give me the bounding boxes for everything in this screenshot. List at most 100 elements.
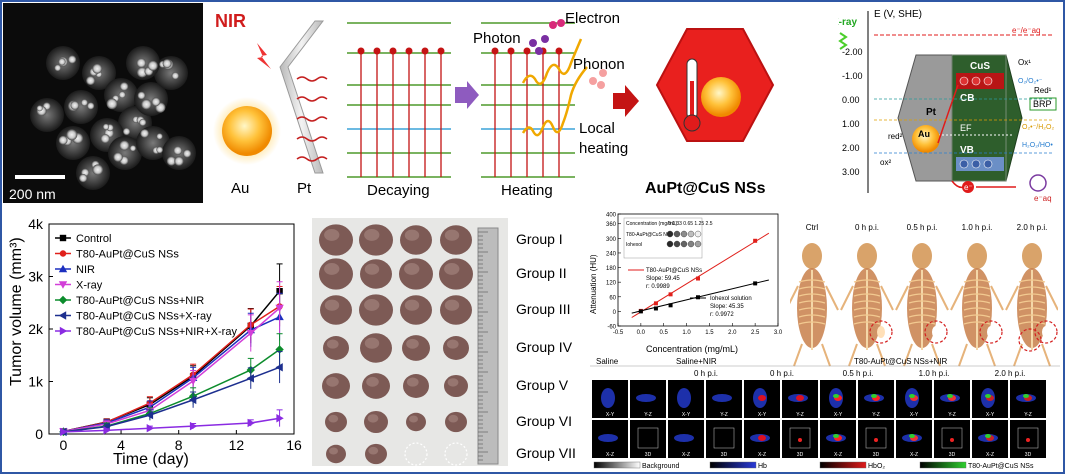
transfer-arrow [937,84,959,144]
data-point [58,295,68,305]
pa-view-label: X-Y [910,412,919,418]
group-label: Group V [516,377,569,393]
pa-legend-label: Background [642,463,679,470]
svg-text:3.00: 3.00 [842,167,860,177]
au-label-energy: Au [918,129,930,139]
x-tick-label: 8 [175,437,183,453]
pa-time-label: 0.5 h p.i. [843,369,874,378]
series-line [63,307,281,433]
nir-waves [296,76,328,162]
data-point [275,363,283,372]
ct-inset-row1: T80-AuPt@CuS NSs [626,232,673,238]
ct-black-r: r: 0.9972 [710,312,734,318]
ct-point [696,276,700,281]
tumor-sample [445,411,467,433]
ct-inset-well [680,240,688,248]
svg-text:2.00: 2.00 [842,143,860,153]
svg-text:e⁻: e⁻ [964,183,973,192]
tumor-sample [400,295,432,325]
pa-time-label: 1.0 h p.i. [919,369,950,378]
data-point [246,374,254,383]
tumor-absent-marker [404,442,428,466]
ct-inset-well [694,240,702,248]
scale-bar [15,175,65,179]
ct-inset-well [666,240,674,248]
tumor-photo [312,218,508,466]
tumor-sample [322,373,350,399]
pa-view-label: 3D [645,452,652,458]
pa-view-label: Y-Z [796,412,804,418]
au-label: Au [231,180,249,197]
pa-view-label: X-Z [682,452,690,458]
energy-panel: E (V, SHE) -2.00 -1.00 0.00 1.00 2.00 3.… [838,3,1060,203]
tumor-sample [362,373,390,399]
data-point [58,281,68,289]
group-label: Group II [516,265,567,281]
ct-image-label: 1.0 h p.i. [962,223,993,232]
y-tick-label: 1k [28,374,44,390]
data-point [59,234,67,242]
energy-axis-title: E (V, SHE) [874,9,922,20]
pa-colorbar [919,461,967,469]
tumor-sample [359,294,393,326]
data-point [58,264,68,273]
legend-entry: NIR [76,264,95,276]
ct-y-tick: 400 [606,213,617,219]
tumor-sample [443,336,469,360]
eaq-label: e⁻aq [1034,194,1052,203]
data-point [103,426,111,435]
pa-view-label: X-Z [986,452,994,458]
data-point [189,421,198,431]
pa-view-label: X-Y [986,412,995,418]
group-label: Group I [516,231,563,247]
phonon-dot [597,81,605,89]
ct-inset-header: Concentration (mg/mL) [626,221,677,227]
thermometer-bulb [683,114,701,132]
group-label: Group VI [516,413,573,429]
ct-x-tick: 0.5 [660,330,669,336]
x-axis-label: Time (day) [113,451,189,468]
data-point [58,311,67,320]
tumor-roi-circle [924,320,948,344]
ct-series-iohexol [631,279,769,314]
xray-icon [838,32,848,50]
group-label: Group III [516,301,571,317]
ct-inset-well [666,230,674,238]
photon-dot [535,47,543,55]
series-line [63,417,280,433]
x-tick-label: 16 [286,437,302,453]
legend-entry: T80-AuPt@CuS NSs [76,249,179,261]
data-point [146,424,155,433]
data-point [246,330,255,338]
local-heating-label-1: Local [579,120,615,137]
y-tick-label: 3k [28,269,44,285]
data-point [60,427,68,437]
y-tick-label: 2k [28,321,44,337]
ct-mouse-image [790,243,839,367]
tumor-sample [403,374,429,398]
tumor-sample [440,225,472,255]
mechanism-panel: NIR Au Pt Decaying Heating Photon Electr… [205,3,838,203]
pa-view-label: 3D [873,452,880,458]
ct-inset-well [680,230,688,238]
ct-x-tick: 1.5 [705,330,714,336]
ct-point [753,238,758,243]
electron-dot [557,19,565,27]
ct-mouse-image [840,243,894,367]
pa-time-label: 0 h p.i. [770,369,794,378]
ct-inset-row2: Iohexol [626,242,642,248]
au-core [912,125,940,153]
svg-text:1.00: 1.00 [842,119,860,129]
x-tick-label: 4 [117,437,125,453]
tumor-sample [319,258,353,290]
pa-view-label: 3D [797,452,804,458]
mechanism-schematic: NIR Au Pt Decaying Heating Photon Electr… [213,10,775,199]
ct-image-label: 0 h p.i. [855,223,879,232]
ct-x-tick: 2.0 [728,330,737,336]
pa-view-label: X-Y [606,412,615,418]
ct-y-tick: 360 [606,222,617,228]
ox1-label: Ox¹ [1018,58,1031,67]
